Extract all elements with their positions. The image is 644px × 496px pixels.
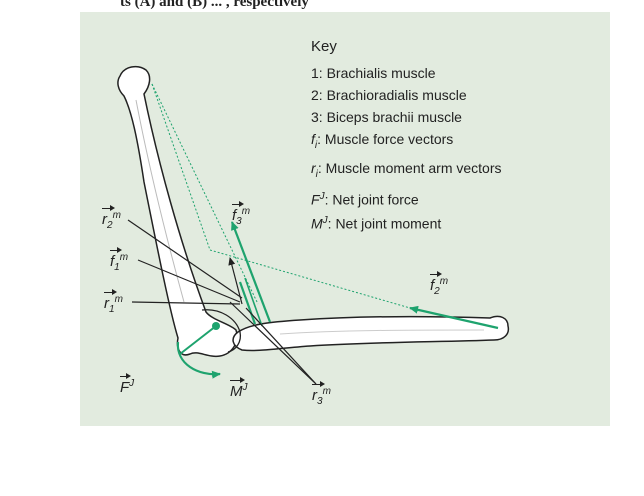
key-title: Key xyxy=(311,38,337,55)
f2m-vector xyxy=(409,305,499,330)
figure-panel: Key 1: Brachialis muscle 2: Brachioradia… xyxy=(80,12,610,426)
joint-outline xyxy=(201,309,242,353)
key-item-net-joint-moment: MJ: Net joint moment xyxy=(311,215,442,232)
net-joint-moment-arc xyxy=(176,341,221,379)
label-r2m: r2m xyxy=(102,205,121,231)
label-net-joint-moment: MJ xyxy=(230,377,248,400)
label-net-joint-force: FJ xyxy=(120,373,135,396)
r2m-line xyxy=(127,219,243,299)
label-r1m: r1m xyxy=(104,289,123,315)
f1m-muscle-line xyxy=(238,281,257,325)
label-f1m: f1m xyxy=(110,247,129,273)
forearm-contour xyxy=(279,329,485,335)
humerus-contour xyxy=(135,99,185,303)
label-r3m: r3m xyxy=(312,381,331,407)
elbow-diagram xyxy=(117,65,510,385)
muscle-line-biceps-dotted xyxy=(151,83,259,305)
f1m-leader-line xyxy=(137,259,241,303)
key-legend: Key 1: Brachialis muscle 2: Brachioradia… xyxy=(311,36,502,235)
muscle-line-upper-dotted xyxy=(151,83,211,251)
key-item-net-joint-force: FJ: Net joint force xyxy=(311,190,419,208)
r3m-leader-line xyxy=(229,301,317,385)
label-f2m: f2m xyxy=(430,271,449,297)
r3m-line xyxy=(245,307,317,385)
key-item-brachioradialis: 2: Brachioradialis muscle xyxy=(311,87,467,103)
biceps-insertion-line xyxy=(244,277,263,327)
key-item-biceps: 3: Biceps brachii muscle xyxy=(311,109,462,125)
net-joint-force-vector xyxy=(179,325,217,355)
forearm-bone xyxy=(232,315,510,352)
header-fragment: ts (A) and (B) ... , respectively xyxy=(120,0,309,10)
key-item-moment-arm-vectors: ri: Muscle moment arm vectors xyxy=(311,159,502,180)
key-item-force-vectors: fi: Muscle force vectors xyxy=(311,131,454,151)
f3m-vector xyxy=(230,221,272,323)
label-f3m: f3m xyxy=(232,201,251,227)
humerus-bone xyxy=(117,65,238,358)
r1m-line xyxy=(131,301,241,305)
muscle-line-brachioradialis-dotted xyxy=(209,249,411,309)
key-item-brachialis: 1: Brachialis muscle xyxy=(311,65,436,81)
